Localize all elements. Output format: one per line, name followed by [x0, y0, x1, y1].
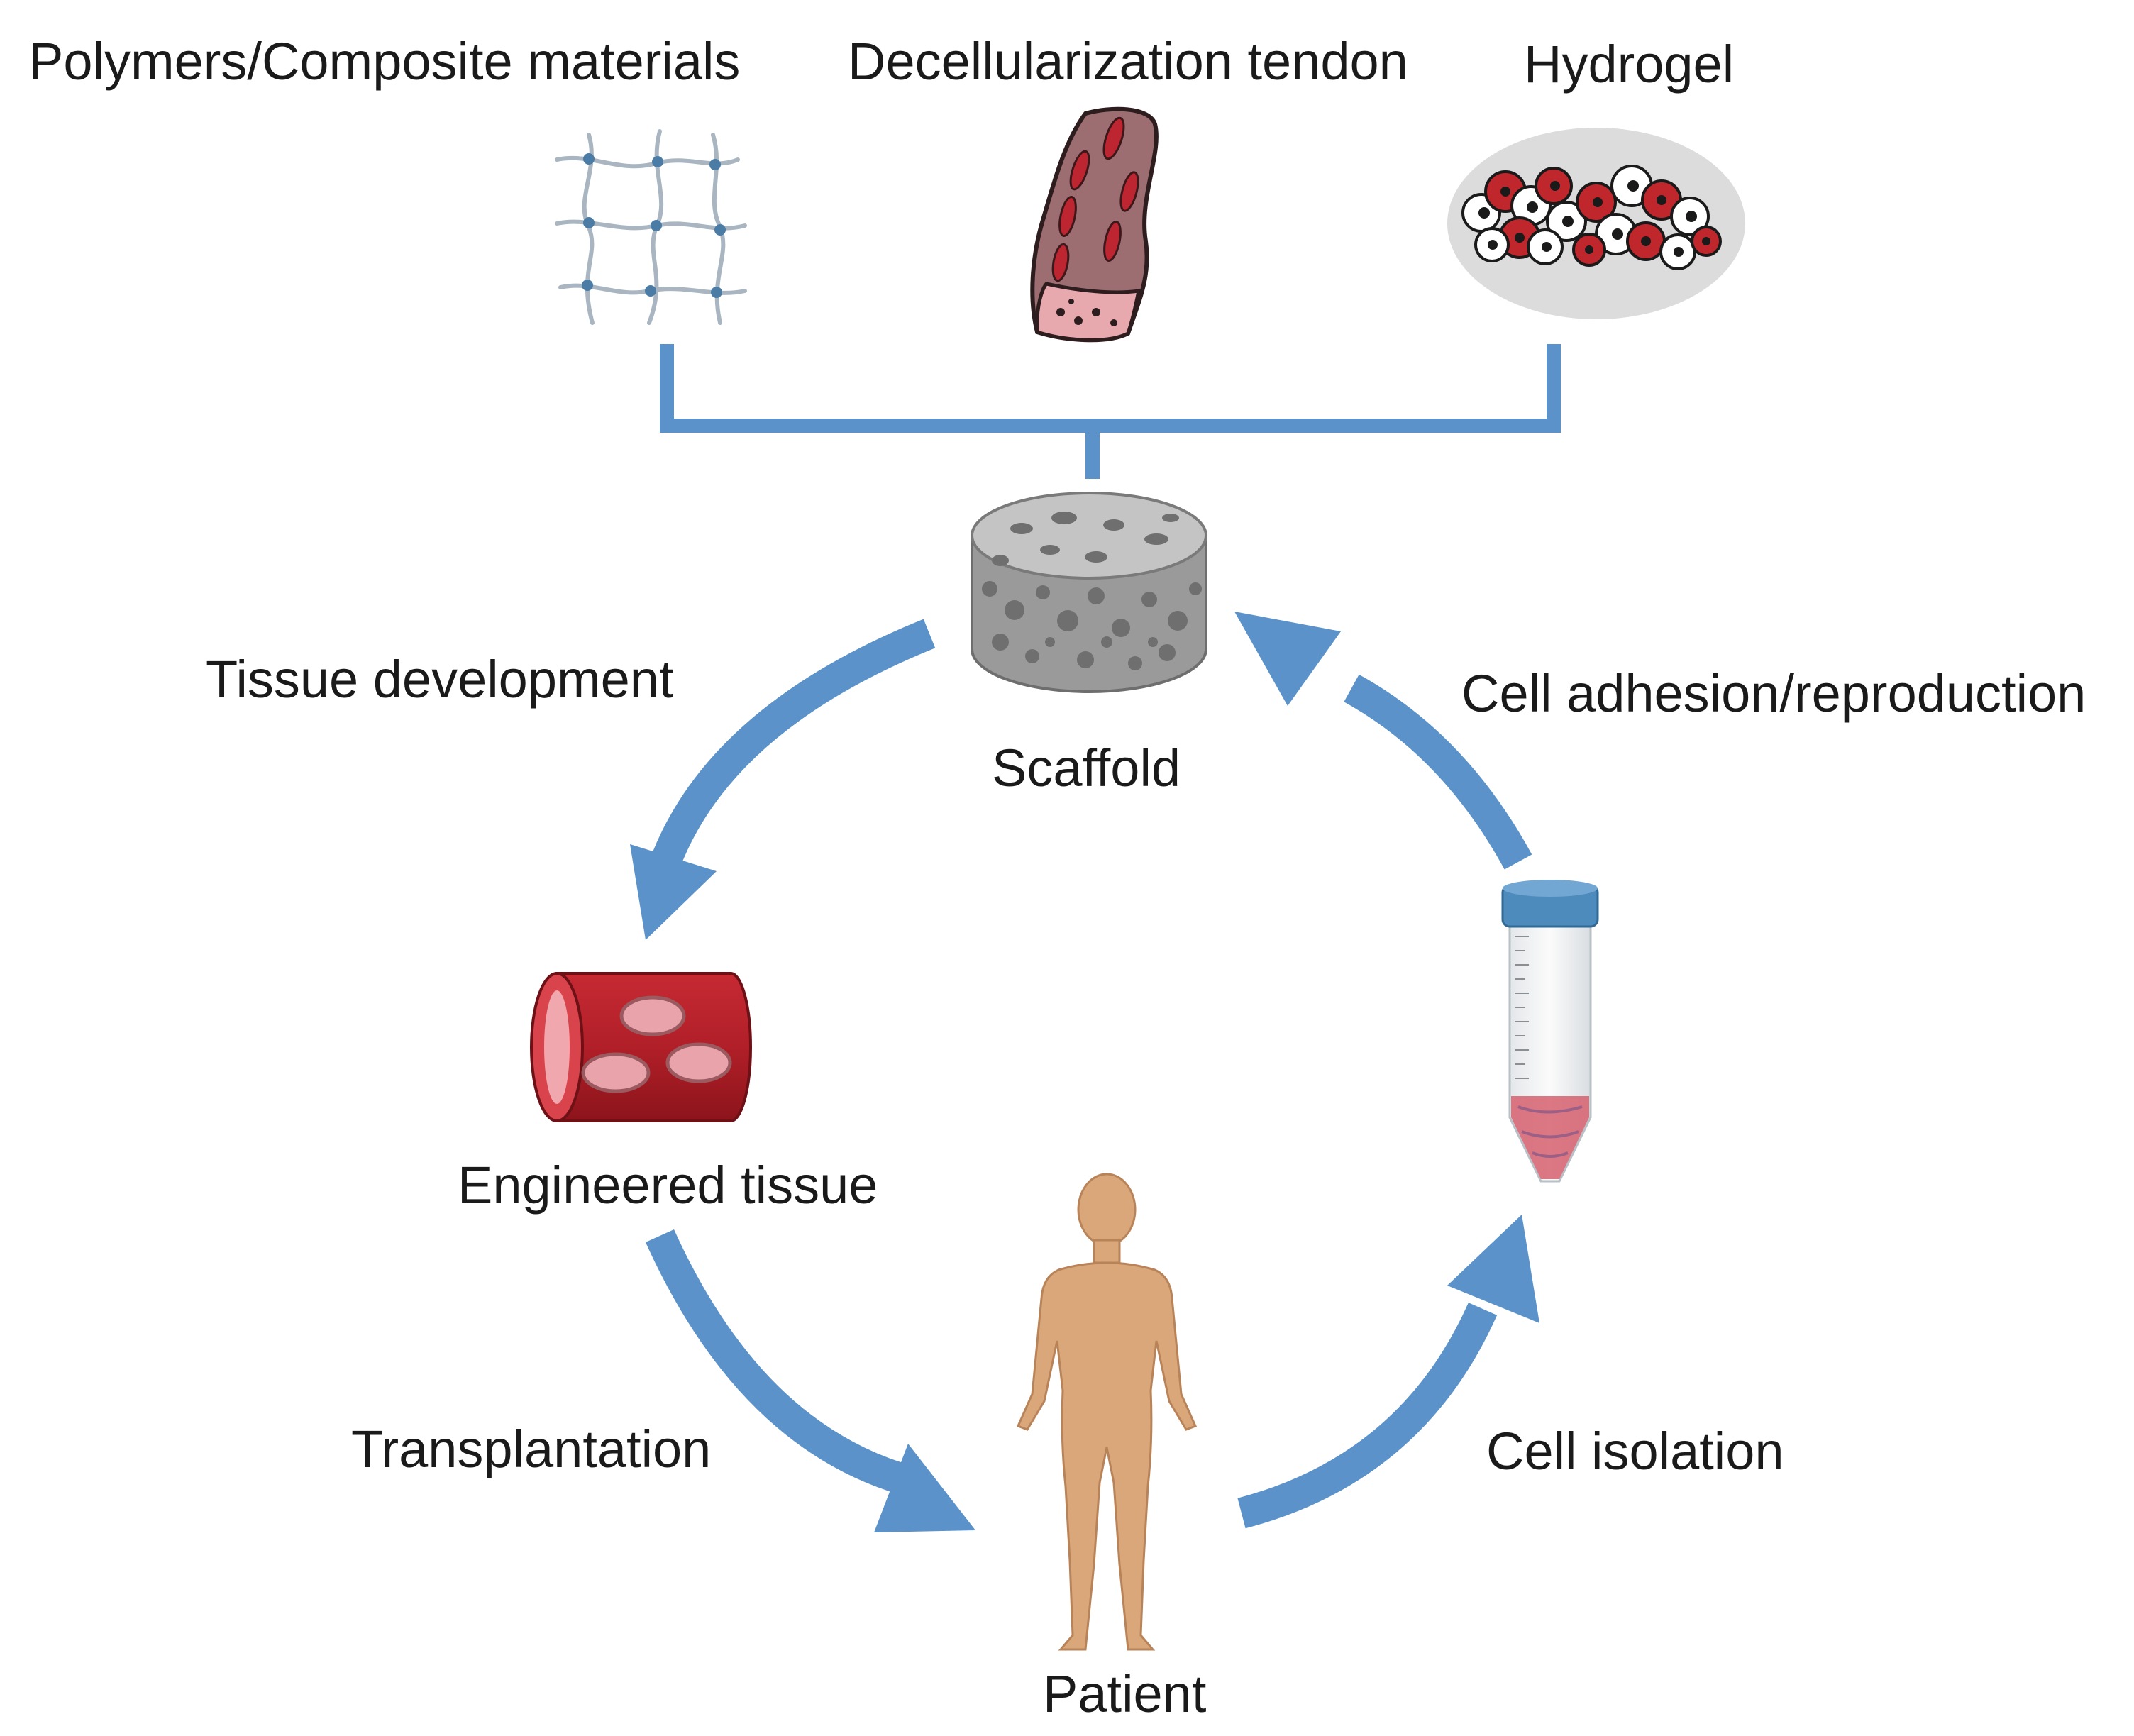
tendon-icon	[1030, 106, 1159, 343]
cell-tube-icon	[1501, 880, 1599, 1183]
engineered-tissue-icon	[530, 972, 752, 1122]
label-engineered-tissue: Engineered tissue	[458, 1156, 878, 1215]
connector-bracket	[660, 344, 1561, 479]
label-patient: Patient	[1043, 1664, 1207, 1723]
arrow-tissue-development	[630, 619, 936, 940]
label-polymers: Polymers/Composite materials	[28, 32, 741, 91]
label-hydrogel: Hydrogel	[1524, 35, 1735, 94]
label-tissue-development: Tissue development	[206, 650, 674, 709]
scaffold-icon	[971, 492, 1207, 693]
patient-icon	[1016, 1173, 1198, 1651]
label-decellularization-tendon: Decellularization tendon	[848, 32, 1408, 91]
hydrogel-icon	[1447, 128, 1745, 319]
arrow-transplantation	[645, 1229, 975, 1532]
polymer-mesh-icon	[555, 129, 747, 325]
label-transplantation: Transplantation	[351, 1420, 712, 1478]
label-cell-isolation: Cell isolation	[1486, 1422, 1784, 1481]
arrow-cell-adhesion	[1234, 612, 1532, 870]
label-cell-adhesion: Cell adhesion/reproduction	[1461, 664, 2086, 723]
arrow-cell-isolation	[1237, 1215, 1539, 1529]
label-scaffold: Scaffold	[992, 739, 1181, 797]
